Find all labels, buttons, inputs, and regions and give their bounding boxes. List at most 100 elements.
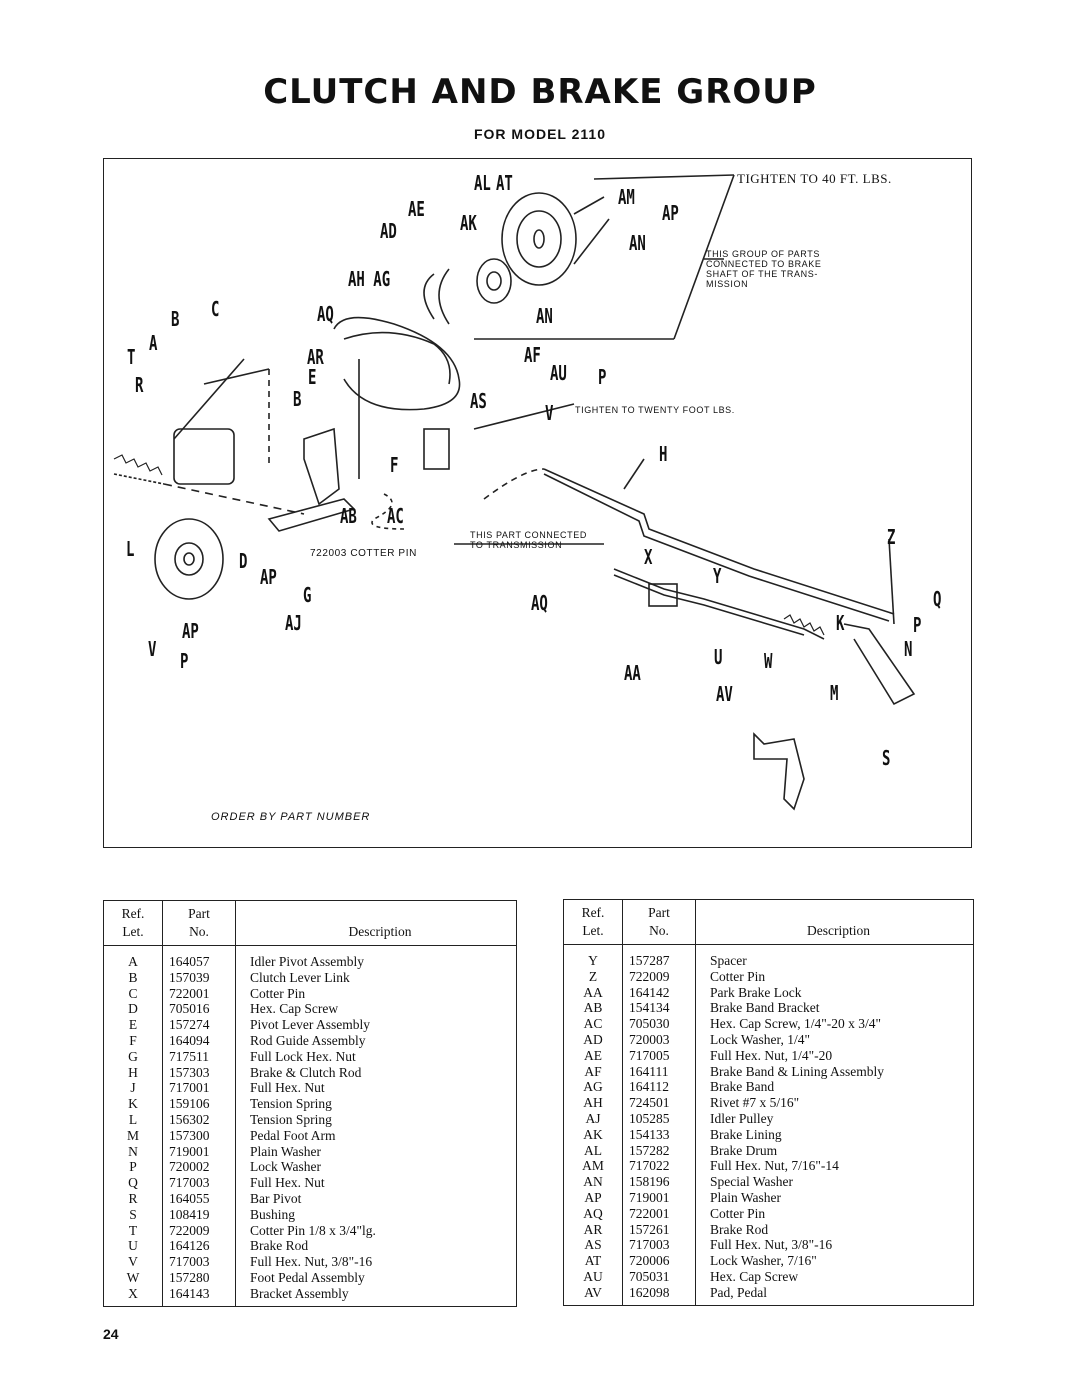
description-cell: Bracket Assembly: [250, 1285, 349, 1301]
note-line: THIS PART CONNECTED: [470, 530, 587, 540]
description-cell: Brake Band & Lining Assembly: [710, 1063, 884, 1079]
ref-cell: K: [103, 1096, 163, 1112]
part-number-cell: 164111: [622, 1063, 696, 1080]
ref-cell: B: [103, 969, 163, 986]
description-cell: Lock Washer: [250, 1159, 322, 1175]
description-cell: Hex. Cap Screw: [250, 1001, 339, 1017]
callout-label: AQ: [531, 591, 548, 615]
header-text: Ref.: [121, 906, 145, 921]
callout-label: AA: [624, 661, 641, 685]
description-cell: Pad, Pedal: [710, 1284, 767, 1300]
callout-label: Y: [713, 564, 722, 588]
description-cell: Tension Spring: [250, 1111, 332, 1127]
model-subtitle: FOR MODEL 2110: [473, 126, 606, 142]
description-cell: Full Hex. Nut: [250, 1175, 325, 1191]
description-cell: Brake & Clutch Rod: [250, 1064, 362, 1080]
ref-cell: AD: [563, 1031, 623, 1048]
part-number-cell: 705016: [162, 1001, 236, 1018]
callout-label: V: [148, 637, 157, 661]
ref-cell: L: [103, 1111, 163, 1128]
part-number-cell: 164112: [622, 1079, 696, 1096]
ref-cell: J: [103, 1080, 163, 1097]
ref-cell: AK: [563, 1126, 623, 1143]
description-cell: Clutch Lever Link: [250, 969, 350, 985]
ref-cell: AU: [563, 1268, 623, 1285]
description-cell: Cotter Pin 1/8 x 3/4"lg.: [250, 1222, 376, 1238]
part-number-cell: 717003: [162, 1254, 236, 1270]
note-line: TO TRANSMISSION: [470, 540, 563, 550]
part-number-cell: 164143: [162, 1285, 236, 1307]
callout-label: AT: [496, 171, 513, 195]
ref-cell: X: [103, 1285, 163, 1307]
part-number-cell: 717022: [622, 1158, 696, 1175]
part-number-cell: 720006: [622, 1253, 696, 1269]
part-number-cell: 164142: [622, 984, 696, 1001]
callout-label: L: [126, 537, 135, 561]
description-cell: Full Hex. Nut, 1/4"-20: [710, 1047, 833, 1063]
callout-label: H: [659, 442, 668, 466]
callout-label: U: [714, 645, 723, 669]
part-number-cell: 154134: [622, 1000, 696, 1017]
part-number-cell: 157039: [162, 969, 236, 986]
ref-cell: AP: [563, 1189, 623, 1206]
ref-cell: AV: [563, 1284, 623, 1306]
part-number-cell: 722001: [162, 985, 236, 1002]
ref-cell: Y: [563, 944, 623, 969]
part-number-cell: 157300: [162, 1127, 236, 1144]
ref-cell: P: [103, 1159, 163, 1176]
callout-label: V: [545, 401, 554, 425]
part-number-cell: 717005: [622, 1047, 696, 1064]
column-header-description: Description: [235, 900, 517, 946]
ref-cell: G: [103, 1048, 163, 1065]
callout-label: B: [171, 307, 180, 331]
callout-label: AU: [550, 361, 567, 385]
description-cell: Brake Rod: [250, 1238, 309, 1254]
callout-label: K: [836, 611, 845, 635]
torque-note-40: TIGHTEN TO 40 FT. LBS.: [737, 171, 892, 186]
transmission-note: THIS PART CONNECTED TO TRANSMISSION: [470, 530, 587, 550]
description-cell: Brake Band: [710, 1079, 775, 1095]
part-number-cell: 719001: [622, 1189, 696, 1206]
callout-label: AB: [340, 504, 357, 528]
description-cell: Brake Band Bracket: [710, 1000, 820, 1016]
ref-cell: V: [103, 1254, 163, 1270]
callout-label: S: [882, 746, 891, 770]
part-number-cell: 722009: [162, 1222, 236, 1239]
part-number-cell: 162098: [622, 1284, 696, 1306]
description-cell: Bushing: [250, 1206, 296, 1222]
part-number-cell: 705030: [622, 1016, 696, 1032]
description-cell: Lock Washer, 1/4": [710, 1031, 810, 1047]
part-number-cell: 154133: [622, 1126, 696, 1143]
cotter-pin-note: 722003 COTTER PIN: [310, 548, 417, 559]
callout-label: N: [904, 637, 913, 661]
description-cell: Idler Pulley: [710, 1110, 774, 1126]
column-header-description: Description: [695, 899, 974, 945]
part-number-cell: 164055: [162, 1190, 236, 1207]
description-cell: Bar Pivot: [250, 1190, 302, 1206]
